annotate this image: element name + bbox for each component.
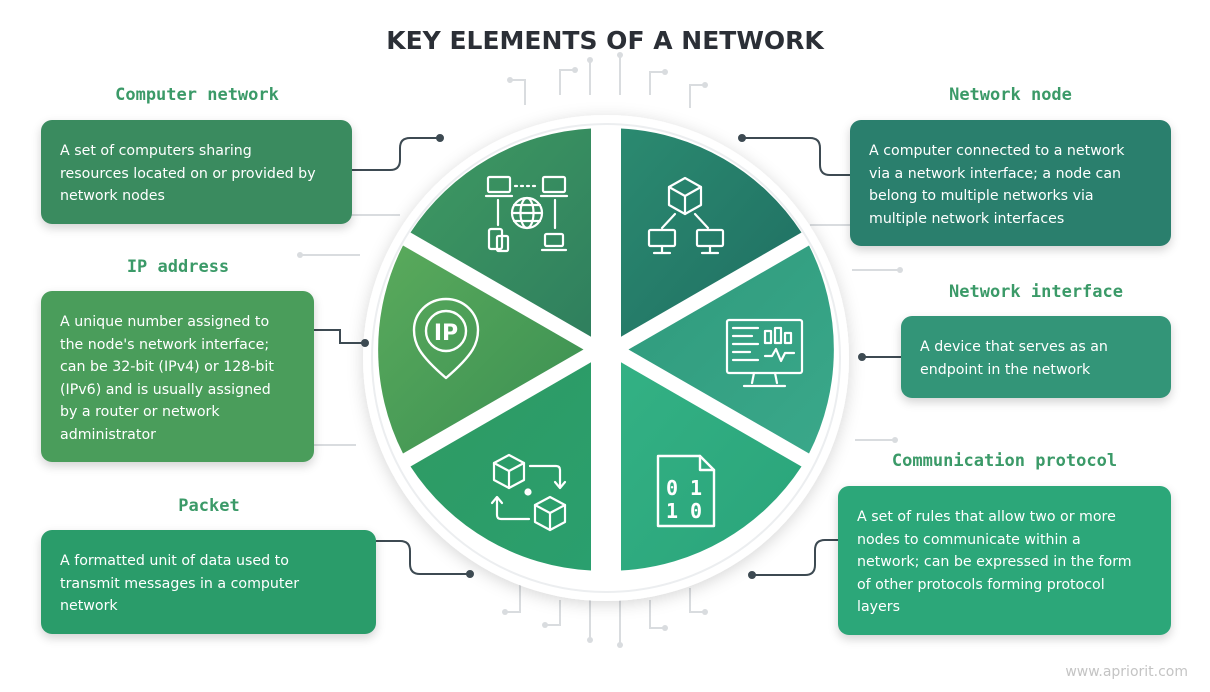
ip-pin-icon: [412, 297, 480, 380]
heading-network-interface: Network interface: [949, 282, 1123, 302]
text-line: network; can be expressed in the form: [857, 554, 1132, 570]
heading-ip-address: IP address: [126, 257, 230, 277]
text-line: layers: [857, 599, 900, 615]
text-line: via a network interface; a node can: [869, 165, 1122, 182]
text-line: can be 32-bit (IPv4) or 128-bit: [60, 359, 274, 375]
monitor-dashboard-icon: [725, 318, 804, 388]
cubes-exchange-icon: [490, 453, 567, 532]
text-line: the node's network interface;: [60, 336, 270, 353]
page-title: KEY ELEMENTS OF A NETWORK: [386, 26, 824, 55]
text-line: multiple network interfaces: [869, 210, 1065, 227]
heading-network-node: Network node: [949, 85, 1072, 105]
segment-ip-address: [378, 245, 584, 454]
box-packet: A formatted unit of data used to transmi…: [41, 530, 376, 634]
heading-computer-network: Computer network: [115, 85, 279, 105]
box-network-node: A computer connected to a network via a …: [850, 120, 1171, 246]
text-line: of other protocols forming protocol: [857, 576, 1105, 593]
text-line: A unique number assigned to: [60, 314, 270, 330]
text-line: nodes to communicate within a: [857, 531, 1081, 548]
text-line: A set of computers sharing: [60, 143, 252, 159]
text-line: by a router or network: [60, 404, 220, 420]
box-ip-address: A unique number assigned to the node's n…: [41, 291, 314, 462]
node-tree-icon: [647, 176, 725, 255]
text-line: A computer connected to a network: [869, 143, 1125, 159]
text-line: administrator: [60, 426, 156, 443]
heading-communication-protocol: Communication protocol: [891, 451, 1118, 471]
computers-globe-icon: [484, 175, 569, 253]
connector-lines: [314, 134, 901, 579]
segment-network-interface: [628, 245, 834, 454]
binary-label-top: 0 1: [666, 476, 702, 500]
segment-network-node: [621, 128, 802, 337]
box-communication-protocol: A set of rules that allow two or more no…: [838, 486, 1171, 635]
box-computer-network: A set of computers sharing resources loc…: [41, 120, 352, 224]
text-line: A device that serves as an: [920, 339, 1108, 355]
ip-pin-label: IP: [434, 321, 458, 346]
binary-label-bottom: 1 0: [666, 499, 702, 523]
binary-file-icon: [656, 454, 716, 528]
box-network-interface: A device that serves as an endpoint in t…: [901, 316, 1171, 398]
segment-computer-network: [410, 128, 591, 337]
text-line: (IPv6) and is usually assigned: [60, 381, 271, 398]
text-line: A formatted unit of data used to: [60, 553, 289, 569]
text-line: resources located on or provided by: [60, 165, 316, 182]
watermark: www.apriorit.com: [1065, 664, 1188, 680]
text-line: belong to multiple networks via: [869, 188, 1094, 204]
text-line: transmit messages in a computer: [60, 575, 300, 592]
text-line: network: [60, 598, 118, 614]
heading-packet: Packet: [178, 496, 240, 516]
text-line: endpoint in the network: [920, 361, 1091, 378]
text-line: A set of rules that allow two or more: [857, 509, 1116, 525]
text-line: network nodes: [60, 188, 165, 204]
